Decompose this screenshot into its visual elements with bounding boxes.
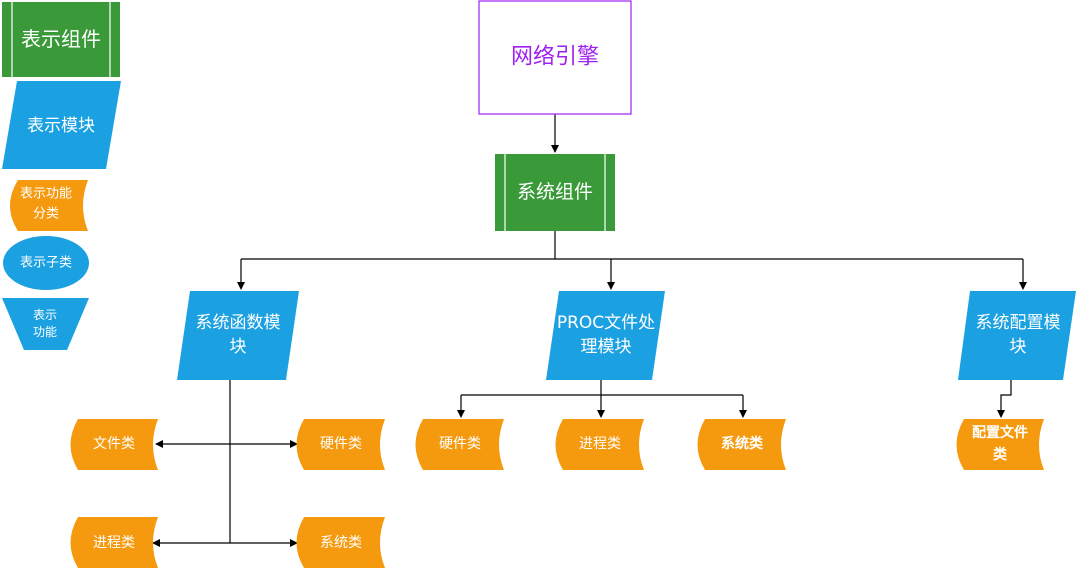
legend-subclass-label: 表示子类: [20, 256, 72, 271]
node-engine: 网络引擎: [478, 0, 632, 115]
legend: 表示组件 表示模块 表示功能 分类 表示子类 表示 功能: [2, 2, 121, 350]
node-proc-hw: 硬件类: [415, 419, 504, 470]
legend-function: 表示 功能: [2, 298, 89, 350]
func-sys-label: 系统类: [320, 535, 362, 551]
node-proc-proc: 进程类: [555, 419, 644, 470]
node-proc-sys: 系统类: [697, 419, 786, 470]
proc-sys-label: 系统类: [721, 435, 764, 452]
proc-hw-label: 硬件类: [439, 436, 481, 452]
proc-proc-label: 进程类: [579, 436, 621, 452]
node-module-proc: PROC文件处 理模块: [546, 291, 665, 380]
node-module-func: 系统函数模 块: [177, 291, 299, 380]
legend-component-label: 表示组件: [21, 27, 101, 51]
legend-function-label-1: 表示: [33, 308, 57, 322]
module-func-label-1: 系统函数模: [196, 313, 281, 333]
module-proc-label-1: PROC文件处: [557, 313, 655, 333]
node-system-component: 系统组件: [495, 154, 615, 231]
cfg-file-label-2: 类: [993, 446, 1008, 463]
legend-subclass: 表示子类: [3, 236, 89, 290]
legend-module: 表示模块: [2, 81, 121, 169]
legend-module-label: 表示模块: [27, 116, 95, 136]
node-func-proc: 进程类: [70, 517, 158, 568]
module-func-label-2: 块: [230, 337, 247, 357]
func-file-label: 文件类: [93, 436, 135, 452]
legend-category: 表示功能 分类: [10, 180, 88, 231]
connectors: [152, 114, 1027, 547]
node-cfg-file: 配置文件 类: [956, 419, 1044, 470]
module-cfg-label-1: 系统配置模: [976, 313, 1061, 333]
legend-category-label-2: 分类: [33, 207, 59, 222]
cfg-file-label-1: 配置文件: [972, 424, 1028, 441]
edge-cfg-file: [997, 380, 1012, 418]
module-proc-label-2: 理模块: [581, 337, 632, 357]
engine-label: 网络引擎: [511, 45, 599, 70]
func-hw-label: 硬件类: [320, 436, 362, 452]
module-cfg-label-2: 块: [1010, 337, 1027, 357]
legend-category-label-1: 表示功能: [20, 187, 72, 202]
legend-component: 表示组件: [2, 2, 120, 77]
node-func-sys: 系统类: [296, 517, 385, 568]
node-module-cfg: 系统配置模 块: [958, 291, 1076, 380]
node-func-hw: 硬件类: [296, 419, 385, 470]
legend-function-label-2: 功能: [33, 325, 57, 339]
system-component-label: 系统组件: [517, 181, 593, 203]
node-func-file: 文件类: [70, 419, 158, 470]
func-proc-label: 进程类: [93, 535, 135, 551]
